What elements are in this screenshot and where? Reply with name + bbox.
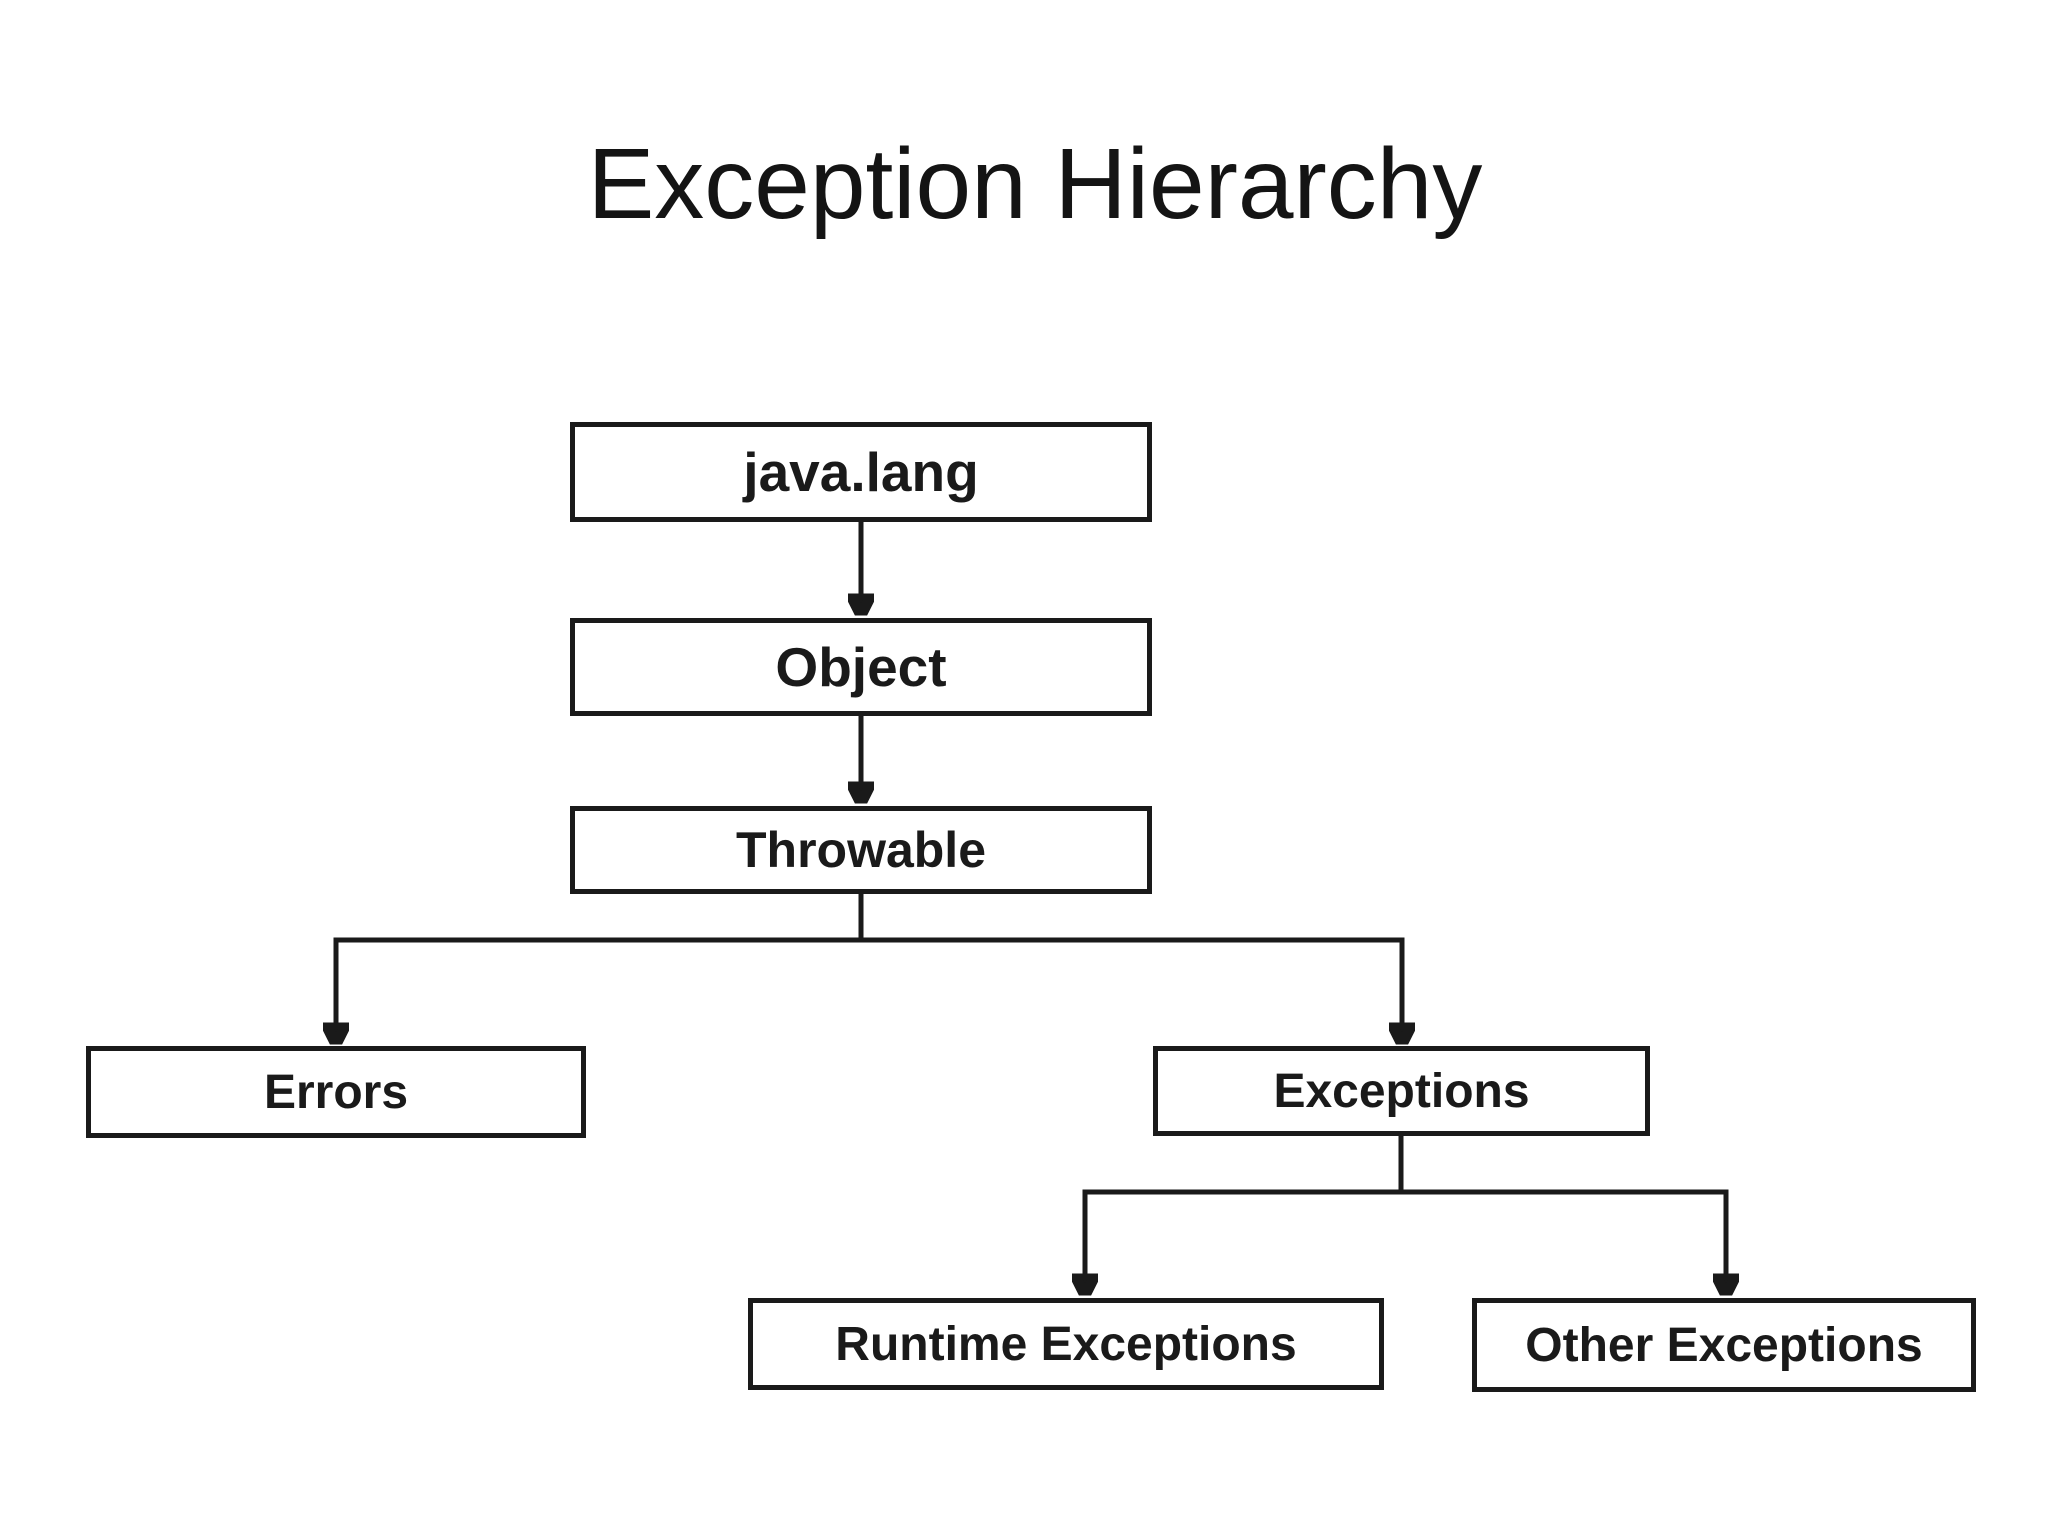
node-exceptions-label: Exceptions [1273,1064,1530,1118]
node-throwable: Throwable [570,806,1152,894]
node-java-lang-label: java.lang [743,441,979,503]
node-throwable-label: Throwable [735,822,987,878]
node-other-exceptions-label: Other Exceptions [1525,1318,1923,1372]
node-errors-label: Errors [263,1065,409,1119]
node-other-exceptions: Other Exceptions [1472,1298,1976,1392]
node-object: Object [570,618,1152,716]
node-java-lang: java.lang [570,422,1152,522]
page-title: Exception Hierarchy [587,128,1483,240]
node-runtime-exceptions: Runtime Exceptions [748,1298,1384,1390]
node-errors: Errors [86,1046,586,1138]
node-runtime-exceptions-label: Runtime Exceptions [835,1317,1297,1371]
node-object-label: Object [775,636,947,698]
node-exceptions: Exceptions [1153,1046,1650,1136]
